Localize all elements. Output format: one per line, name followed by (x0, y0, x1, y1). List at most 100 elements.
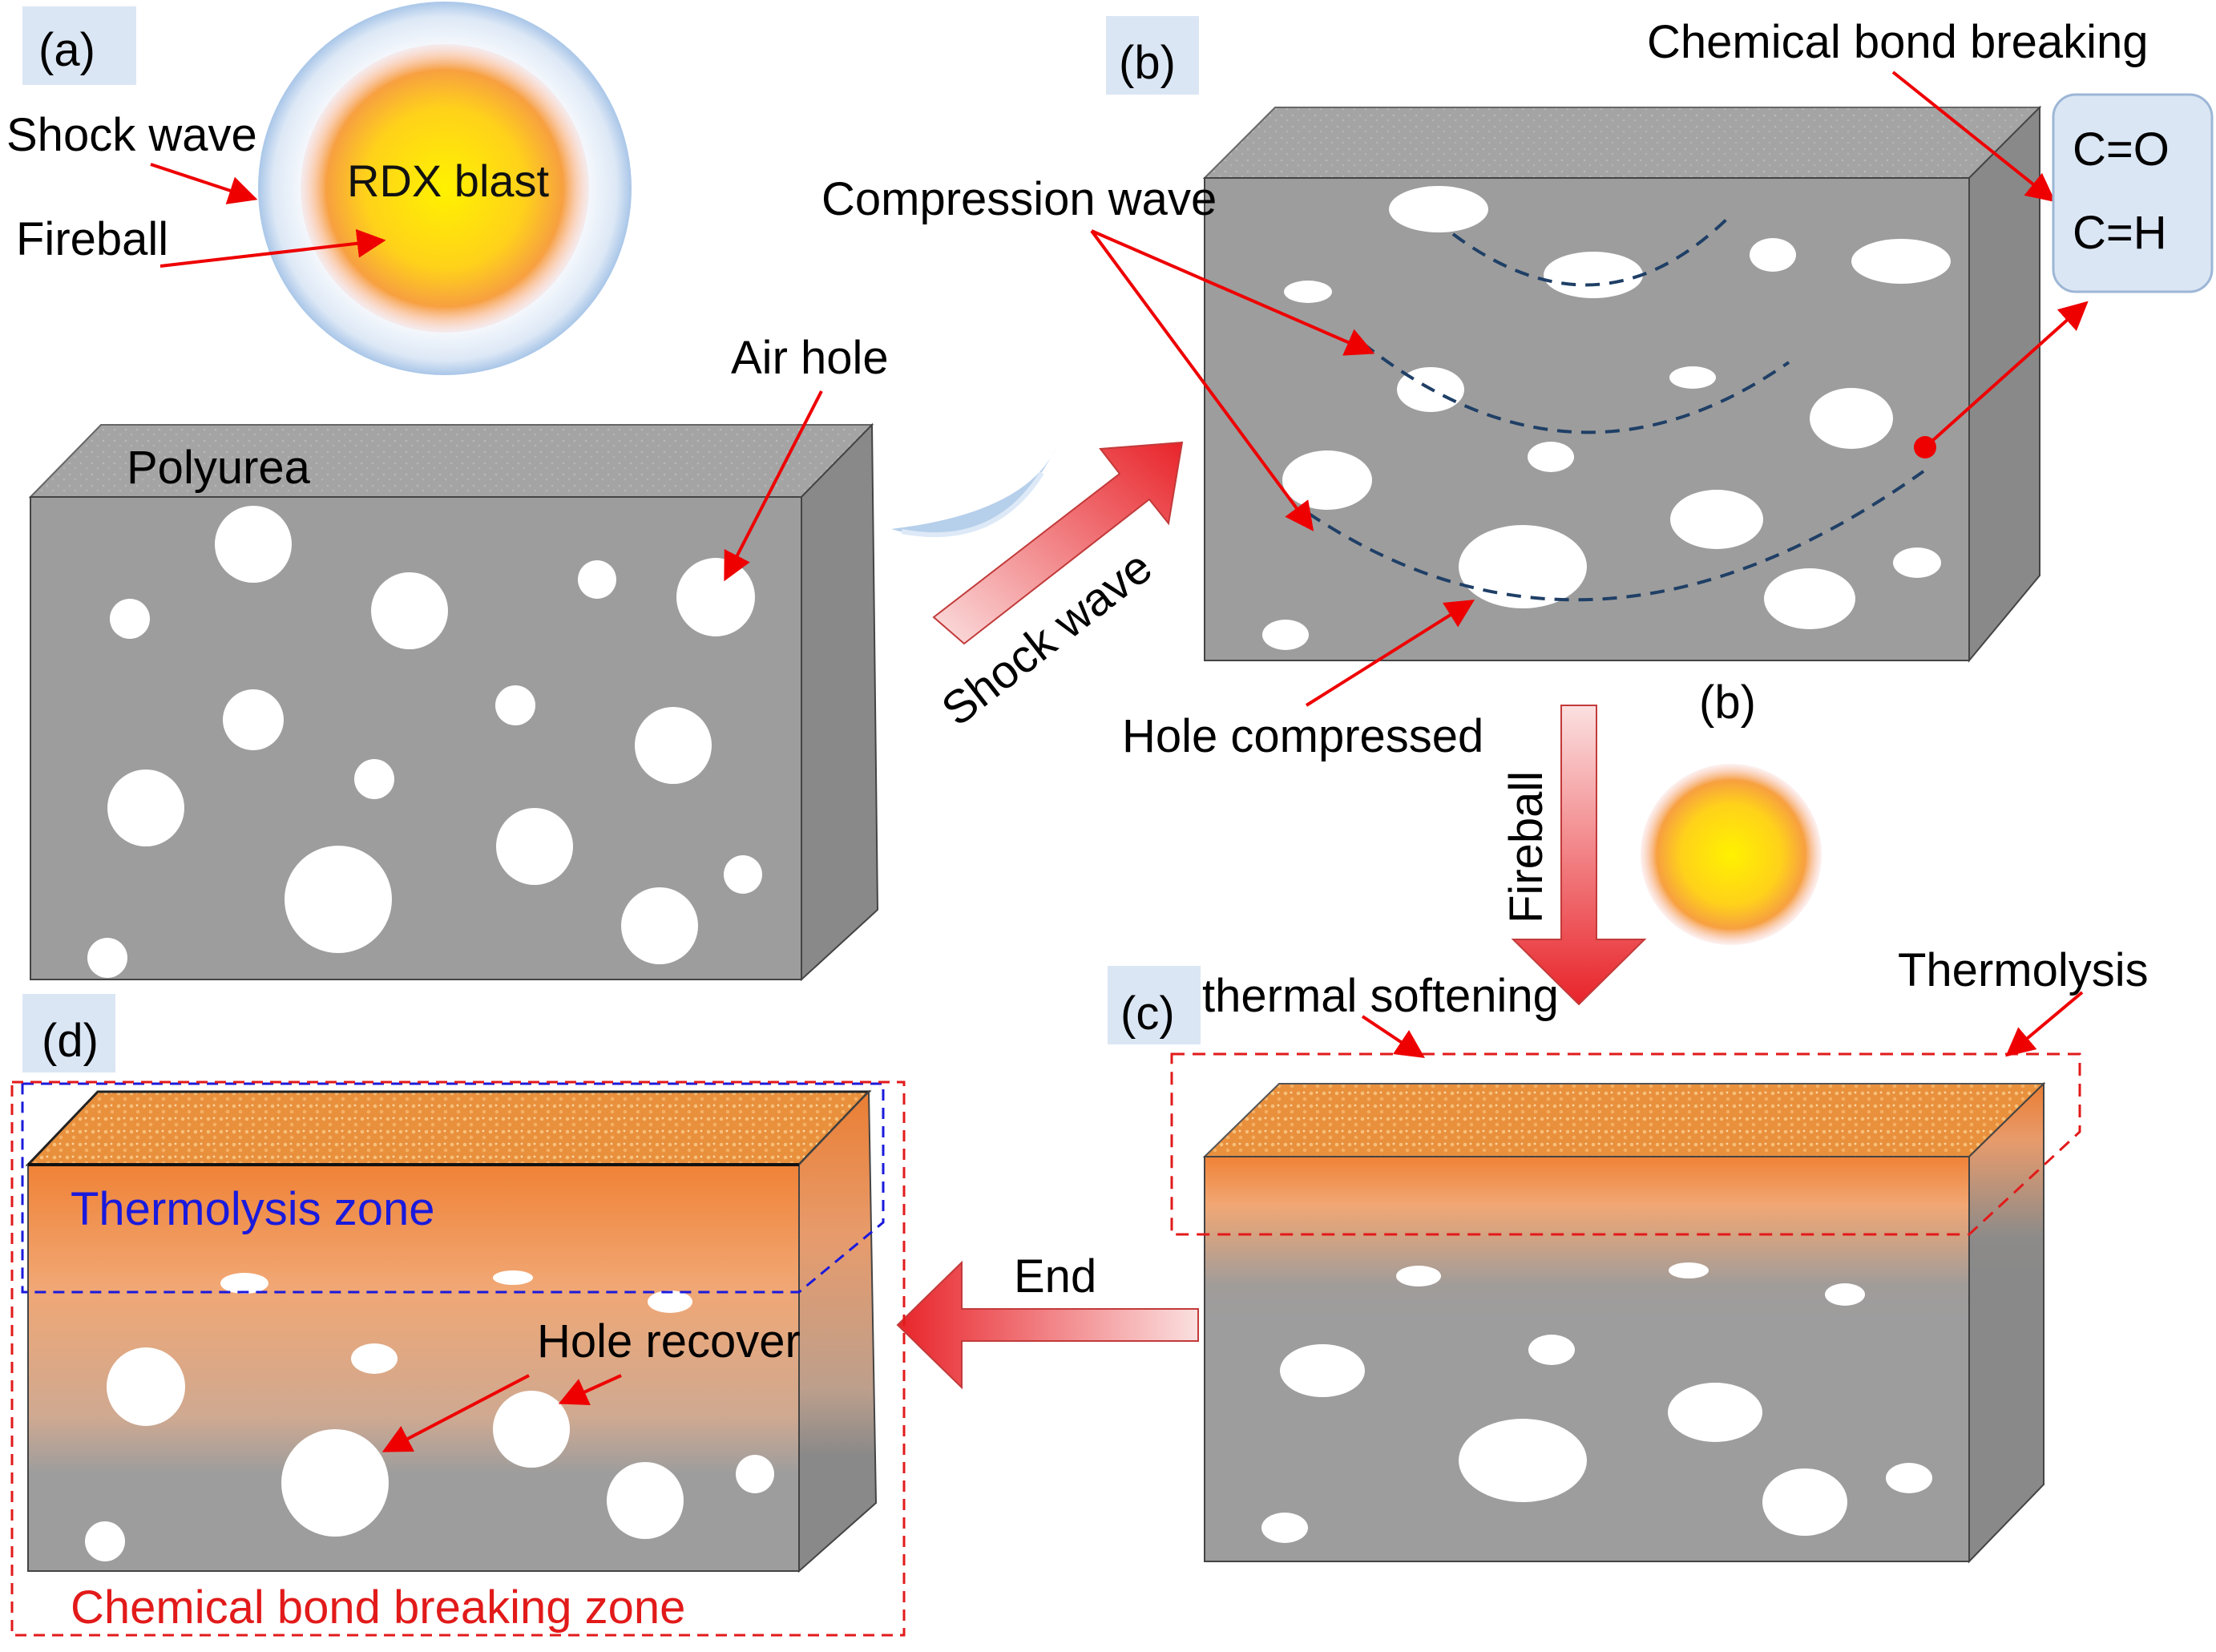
bond-label-ch: C=H (2073, 207, 2167, 259)
air-hole (621, 887, 698, 964)
compression-wave-label: Compression wave (821, 173, 1217, 225)
air-hole (495, 685, 535, 725)
air-hole (1280, 1344, 1365, 1397)
hole-recover-callout-arrow-2 (558, 1374, 622, 1406)
air-hole (1825, 1283, 1865, 1306)
air-hole (1669, 366, 1716, 389)
hole-recover-callout-arrow-1 (381, 1374, 530, 1452)
fireball-callout-arrow (159, 228, 386, 268)
air-hole (85, 1521, 125, 1561)
air-hole (635, 707, 712, 784)
air-hole (736, 1455, 774, 1493)
panel-a-tag-bg (22, 6, 136, 85)
thermolysis-label: Thermolysis (1898, 944, 2149, 996)
air-hole (1459, 525, 1587, 608)
panel-b-tag: (b) (1119, 37, 1176, 89)
bond-label-co: C=O (2073, 123, 2170, 176)
air-hole (371, 572, 448, 649)
air-hole (351, 1343, 398, 1374)
thermolysis-callout-arrow (2005, 991, 2084, 1057)
compression-wave-callout-arrow-1 (1091, 229, 1375, 356)
air-hole (1389, 186, 1488, 232)
thermal-softening-callout-arrow (1361, 1015, 1425, 1058)
rdx-fireball (301, 44, 589, 333)
air-hole (1893, 547, 1941, 578)
fireball-label: Fireball (16, 213, 168, 265)
shock-wave-big-arrow (932, 441, 1184, 645)
hole-compressed-callout-arrow (1305, 600, 1475, 707)
end-arrow-label: End (1014, 1250, 1096, 1303)
air-hole (676, 558, 755, 636)
block-a-side (801, 422, 879, 982)
block-d-top (25, 1090, 872, 1166)
shock-wave-label: Shock wave (6, 109, 257, 161)
air-hole (107, 769, 184, 846)
chemical-bond-breaking-zone-label: Chemical bond breaking zone (71, 1581, 685, 1634)
air-hole (493, 1270, 533, 1285)
air-hole (1810, 388, 1893, 449)
block-b-side (1968, 105, 2040, 663)
block-d-air-holes (85, 1270, 774, 1561)
air-hole (87, 938, 127, 978)
bond-box (2052, 93, 2214, 293)
air-hole (648, 1290, 692, 1313)
hole-compressed-label: Hole compressed (1122, 710, 1483, 762)
panel-a-tag: (a) (38, 24, 95, 76)
air-hole (493, 1391, 570, 1468)
block-c-top (1202, 1083, 2046, 1157)
air-hole (1750, 238, 1796, 272)
air-hole-callout-arrow (724, 390, 823, 582)
compression-wave-fronts (1306, 213, 1925, 602)
air-hole (607, 1462, 684, 1539)
air-hole (1261, 1513, 1308, 1543)
air-hole (1284, 281, 1332, 303)
thermolysis-zone-label: Thermolysis zone (71, 1183, 434, 1235)
air-hole (107, 1347, 185, 1426)
end-big-arrow (896, 1260, 1199, 1390)
block-b-compressed-holes (1262, 186, 1951, 650)
air-hole (1764, 568, 1855, 629)
block-c-side (1968, 1081, 2044, 1564)
air-hole (496, 808, 573, 885)
air-hole (1262, 620, 1309, 650)
block-d-side (798, 1089, 878, 1573)
air-hole (1282, 450, 1372, 510)
air-hole (281, 1429, 389, 1537)
thermal-softening-label: thermal softening (1202, 970, 1559, 1022)
rdx-blast-label: RDX blast (347, 156, 550, 206)
shock-wave-callout-arrow (150, 163, 258, 204)
air-hole (1544, 252, 1643, 298)
shock-wave-arc (891, 447, 1056, 536)
air-hole (110, 599, 150, 639)
chemical-bond-breaking-zone-outline (10, 1080, 906, 1637)
air-hole (724, 855, 762, 894)
air-hole (223, 689, 284, 750)
chemical-bond-breaking-label: Chemical bond breaking (1647, 16, 2148, 68)
air-hole (1668, 1383, 1762, 1442)
bond-breaking-connector-arrow (1923, 301, 2089, 449)
air-hole (1528, 1335, 1575, 1365)
transition-shock-wave: Shock wave (891, 441, 1184, 736)
panel-d-tag: (d) (42, 1015, 99, 1067)
thermolysis-zone-outline (21, 1082, 885, 1294)
air-hole (1670, 490, 1763, 549)
panel-b-caption: (b) (1699, 677, 1756, 729)
air-hole (1669, 1262, 1709, 1278)
polyurea-label: Polyurea (127, 442, 311, 494)
air-hole (1459, 1419, 1587, 1502)
air-hole (1886, 1463, 1932, 1493)
fireball-big-arrow (1511, 705, 1647, 1006)
fireball-arrow-label: Fireball (1500, 771, 1552, 923)
panel-c: (c) thermal softening Thermolysis (1108, 944, 2149, 1564)
panel-b: (b) Compression wave (821, 16, 2214, 762)
air-hole-label: Air hole (731, 332, 889, 384)
panel-a: (a) RDX blast Shock wave Fireball Polyur… (6, 2, 889, 982)
air-hole (285, 846, 392, 953)
panel-c-tag: (c) (1120, 988, 1175, 1040)
thermolysis-region-outline (1170, 1052, 2081, 1236)
compression-wave-front-1 (1451, 213, 1733, 287)
panel-d-tag-bg (22, 994, 115, 1072)
air-hole (578, 560, 616, 599)
compression-wave-front-3 (1306, 470, 1925, 602)
